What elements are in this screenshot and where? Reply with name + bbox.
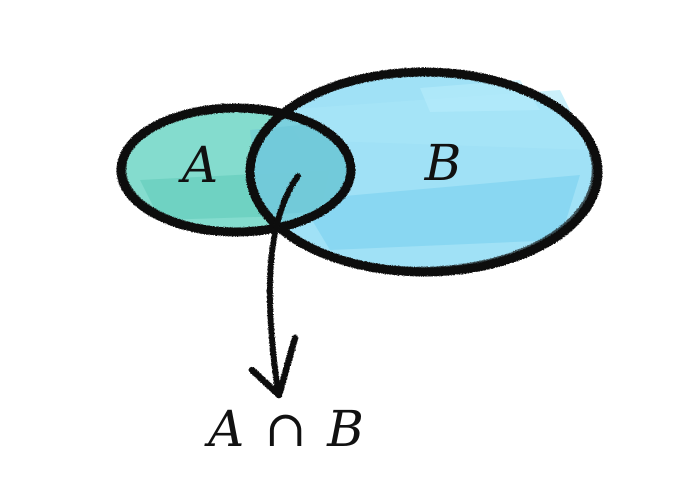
intersection-right: B	[326, 400, 364, 458]
intersection-label: A ∩ B	[204, 400, 364, 458]
arrow	[248, 173, 301, 399]
set-a-label: A	[178, 136, 218, 194]
set-b-fill	[250, 70, 594, 270]
intersection-left: A	[204, 400, 244, 458]
intersection-operator: ∩	[265, 400, 307, 458]
arrow-head	[248, 334, 299, 399]
arrow-shaft	[266, 173, 301, 395]
set-b-label: B	[424, 134, 462, 192]
